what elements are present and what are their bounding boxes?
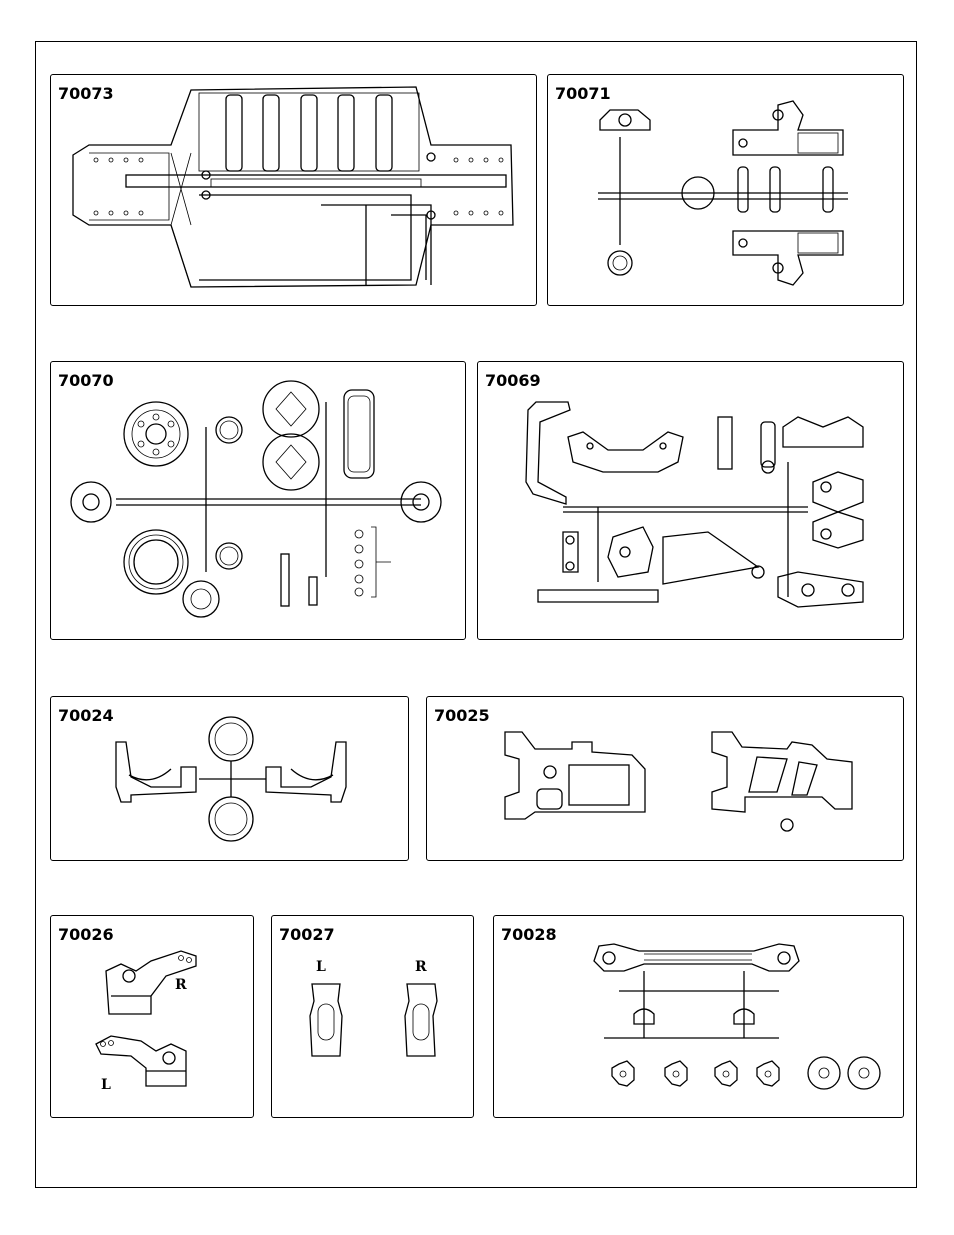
part-number-label: 70069 — [485, 371, 541, 390]
part-number-label: 70028 — [501, 925, 557, 944]
panel-70071: 70071 — [547, 74, 904, 306]
parts-tree-drawing — [70, 380, 442, 618]
left-side-label: L — [101, 1077, 111, 1093]
part-number-label: 70025 — [434, 706, 490, 725]
part-number-label: 70073 — [58, 84, 114, 103]
panel-70024: 70024 — [50, 696, 409, 861]
part-number-label: 70027 — [279, 925, 335, 944]
panel-70026: 70026 R L — [50, 915, 254, 1118]
left-side-label: L — [316, 959, 326, 975]
right-side-label: R — [415, 959, 427, 975]
panel-70070: 70070 — [50, 361, 466, 640]
right-side-label: R — [175, 977, 187, 993]
panel-70073: 70073 — [50, 74, 537, 306]
part-number-label: 70070 — [58, 371, 114, 390]
panel-70025: 70025 — [426, 696, 904, 861]
parts-tree-drawing — [115, 716, 347, 842]
part-number-label: 70071 — [555, 84, 611, 103]
parts-drawing — [95, 950, 197, 1087]
parts-tree-drawing — [525, 401, 864, 608]
parts-tree-drawing — [593, 943, 881, 1090]
chassis-drawing — [72, 86, 514, 288]
parts-tree-drawing — [504, 731, 853, 832]
part-number-label: 70024 — [58, 706, 114, 725]
panel-70028: 70028 — [493, 915, 904, 1118]
panel-70069: 70069 — [477, 361, 904, 640]
part-number-label: 70026 — [58, 925, 114, 944]
panel-70027: 70027 L R — [271, 915, 474, 1118]
parts-drawing — [309, 983, 438, 1057]
parts-tree-drawing — [598, 100, 848, 286]
page-frame — [35, 41, 917, 1188]
